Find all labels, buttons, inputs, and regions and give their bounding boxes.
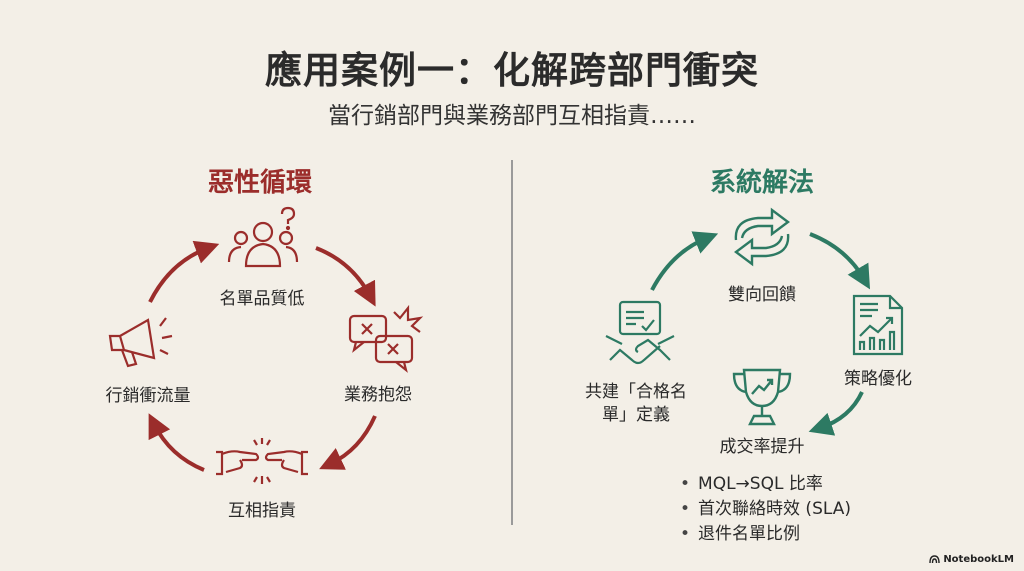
step-optimization-label: 策略優化	[844, 369, 912, 389]
step-complaint-label: 業務抱怨	[344, 385, 412, 405]
divider	[511, 160, 513, 525]
arrow-to-optimization	[809, 232, 871, 290]
arrow-to-complaint	[315, 246, 376, 307]
report-chart-icon	[852, 294, 904, 356]
page-subtitle: 當行銷部門與業務部門互相指責……	[328, 103, 696, 129]
arrow-to-traffic	[148, 413, 205, 472]
arrow-to-conversion	[808, 391, 864, 436]
handshake-agreement-icon	[605, 300, 675, 365]
notebooklm-logo: NotebookLM	[929, 554, 1014, 565]
arrow-to-feedback	[650, 231, 719, 291]
trophy-icon	[732, 368, 792, 426]
branding-text: NotebookLM	[943, 554, 1014, 565]
step-traffic-label: 行銷衝流量	[105, 386, 191, 406]
step-shared-definition-label-line2: 單」定義	[602, 405, 670, 425]
angry-speech-bubbles-icon	[348, 304, 424, 373]
pointing-fingers-icon	[216, 438, 308, 484]
step-feedback-label: 雙向回饋	[728, 285, 796, 305]
megaphone-icon	[108, 317, 173, 368]
system-solution-heading: 系統解法	[709, 168, 815, 198]
notebooklm-logo-icon	[929, 555, 941, 564]
metric-item: 退件名單比例	[680, 519, 800, 544]
step-low-quality-label: 名單品質低	[219, 289, 305, 309]
metric-item: MQL→SQL 比率	[680, 469, 823, 494]
step-shared-definition-label-line1: 共建「合格名	[585, 382, 687, 402]
vicious-cycle-heading: 惡性循環	[207, 168, 313, 198]
step-conversion-label: 成交率提升	[719, 437, 805, 457]
metric-item: 首次聯絡時效 (SLA)	[680, 494, 851, 519]
step-blame-label: 互相指責	[228, 501, 296, 521]
arrow-to-low-quality	[148, 240, 220, 303]
sync-arrows-icon	[734, 207, 790, 267]
confused-people-icon	[227, 206, 299, 268]
page-title: 應用案例一：化解跨部門衝突	[265, 49, 759, 92]
arrow-to-blame	[319, 415, 377, 470]
